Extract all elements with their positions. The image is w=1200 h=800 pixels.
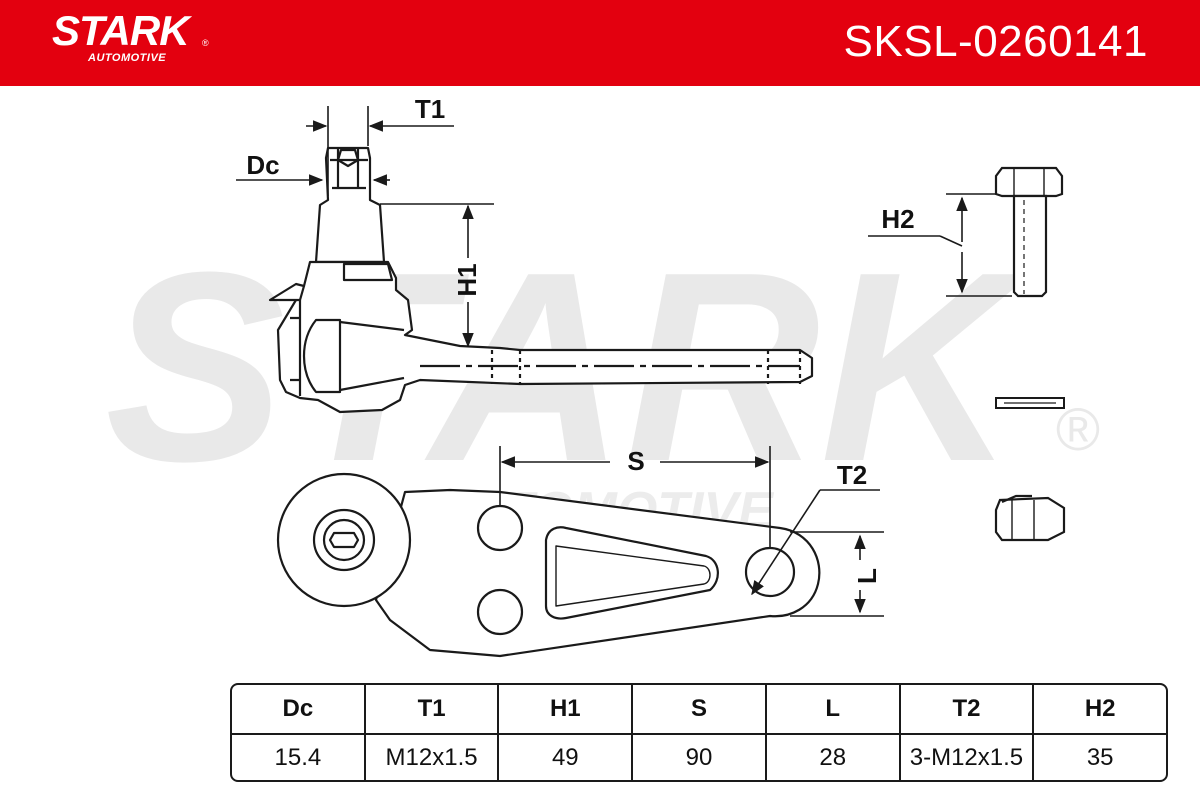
header-l: L <box>764 685 899 733</box>
label-dc: Dc <box>246 150 279 180</box>
header-dc: Dc <box>282 694 314 722</box>
bolt-drawing <box>868 166 1064 298</box>
label-l: L <box>852 568 882 584</box>
header-t1: T1 <box>363 685 498 733</box>
label-t2: T2 <box>837 460 867 490</box>
dimension-lines-top <box>236 106 494 348</box>
value-l: 28 <box>764 734 899 780</box>
brand-logo: STARK AUTOMOTIVE ® <box>52 7 209 65</box>
brand-name: STARK <box>52 7 190 54</box>
value-t2: 3-M12x1.5 <box>898 734 1033 780</box>
registered-mark: ® <box>202 38 209 48</box>
header-s: S <box>631 685 765 733</box>
header-t2: T2 <box>898 685 1033 733</box>
nut-drawing <box>994 494 1066 542</box>
header-h2: H2 <box>1032 685 1166 733</box>
label-t1: T1 <box>415 94 445 124</box>
value-dc: 15.4 <box>274 744 322 772</box>
header-h1: H1 <box>497 685 631 733</box>
header-bar: STARK AUTOMOTIVE ® SKSL-0260141 <box>0 0 1200 86</box>
technical-drawing: STARK AUTOMOTIVE ® T1 Dc H1 <box>105 94 1100 658</box>
label-h1: H1 <box>452 263 482 296</box>
control-arm-top-view <box>276 472 821 658</box>
washer-drawing <box>995 397 1065 409</box>
label-s: S <box>627 446 644 476</box>
brand-subtitle: AUTOMOTIVE <box>88 52 167 64</box>
spec-table-header: Dc T1 H1 S L T2 H2 <box>232 685 1166 735</box>
watermark: STARK AUTOMOTIVE ® <box>105 217 1100 540</box>
value-h2: 35 <box>1032 734 1166 780</box>
dimension-lines-bottom <box>499 446 884 617</box>
value-t1: M12x1.5 <box>363 734 498 780</box>
spec-table-values: 15.4 M12x1.5 49 90 28 3-M12x1.5 35 <box>232 734 1166 780</box>
label-h2: H2 <box>881 204 914 234</box>
value-s: 90 <box>631 734 765 780</box>
spec-table: Dc T1 H1 S L T2 H2 15.4 M12x1.5 49 90 28… <box>230 683 1168 782</box>
ball-joint-side-view <box>268 146 814 414</box>
part-number: SKSL-0260141 <box>843 17 1148 66</box>
value-h1: 49 <box>497 734 631 780</box>
